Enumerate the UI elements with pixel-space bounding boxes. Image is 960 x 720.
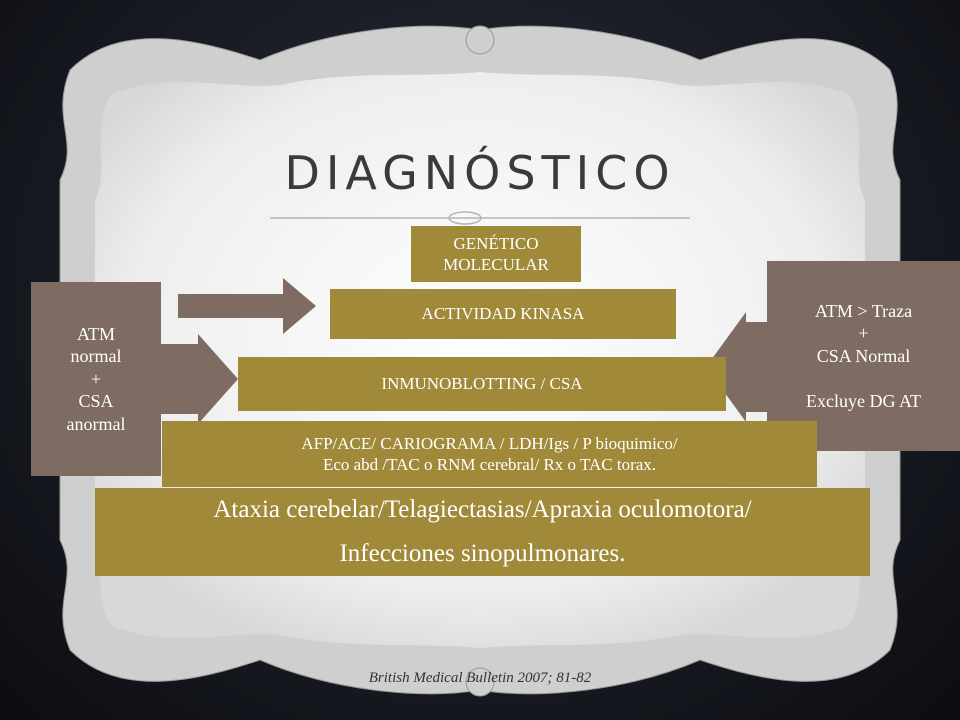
box-actividad-kinasa: ACTIVIDAD KINASA <box>330 289 676 339</box>
arrow-right-bottom <box>158 334 238 424</box>
arrow-right-top <box>178 278 316 334</box>
arrow-left <box>706 312 776 422</box>
reference-citation: British Medical Bulletin 2007; 81-82 <box>368 670 592 686</box>
page-title: DIAGNÓSTICO <box>284 146 676 200</box>
divider-ornament <box>448 211 482 225</box>
box-inmunoblotting: INMUNOBLOTTING / CSA <box>238 357 726 411</box>
box-afp: AFP/ACE/ CARIOGRAMA / LDH/Igs / P bioqui… <box>162 421 817 487</box>
box-right-note: ATM > Traza + CSA Normal Excluye DG AT <box>767 261 960 451</box>
box-left-note: ATM normal + CSA anormal <box>31 282 161 476</box>
box-genetico-molecular: GENÉTICO MOLECULAR <box>411 226 581 282</box>
box-ataxia: Ataxia cerebelar/Telagiectasias/Apraxia … <box>95 488 870 576</box>
